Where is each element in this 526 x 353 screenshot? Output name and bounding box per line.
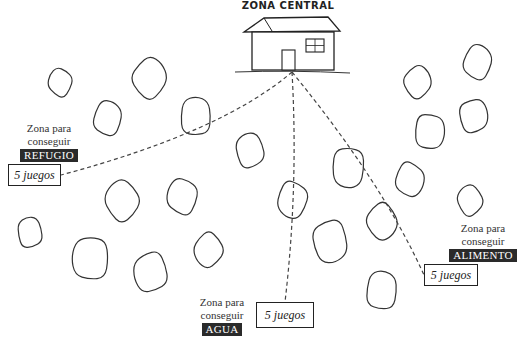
bush-outline xyxy=(395,162,424,197)
zone-label: Zona para conseguir xyxy=(453,222,513,248)
games-box: Zona para conseguirAGUA5 juegos xyxy=(256,302,314,328)
zone-heading: Zona para conseguirAGUA xyxy=(191,296,253,336)
games-box: Zona para conseguirREFUGIO5 juegos xyxy=(8,164,61,186)
bush-outline xyxy=(194,232,223,268)
central-house: ZONA CENTRAL xyxy=(232,0,344,72)
resource-tag: REFUGIO xyxy=(20,149,78,162)
zone-label: Zona para conseguir xyxy=(192,296,252,322)
bush-outline xyxy=(93,101,121,136)
games-count: 5 juegos xyxy=(265,308,305,323)
zone-title: ZONA CENTRAL xyxy=(232,0,344,11)
resource-tag: ALIMENTO xyxy=(449,249,517,262)
window-bars xyxy=(306,39,324,52)
bush-outline xyxy=(404,65,431,98)
bush-outline xyxy=(460,100,488,133)
bush-outline xyxy=(132,57,166,99)
house-window xyxy=(306,39,324,52)
games-count: 5 juegos xyxy=(14,168,54,183)
bush-outline xyxy=(366,202,397,240)
bush-outline xyxy=(313,220,347,263)
bush-outline xyxy=(367,271,396,308)
bush-outline xyxy=(457,185,483,216)
zone-label: Zona para conseguir xyxy=(19,122,79,148)
bush-outline xyxy=(333,149,363,188)
zone-heading: Zona para conseguirREFUGIO xyxy=(9,122,89,162)
bush-outline xyxy=(48,68,72,97)
bush-outline xyxy=(236,133,264,168)
bush-outline xyxy=(134,252,167,292)
dashed-path xyxy=(285,72,294,302)
bush-outline xyxy=(463,44,492,79)
bush-outline xyxy=(18,217,42,247)
dashed-path xyxy=(61,72,292,175)
bush-outline xyxy=(72,238,107,279)
roof-edge xyxy=(264,18,272,31)
house-wall xyxy=(252,32,334,70)
bush-outline xyxy=(105,180,139,222)
zone-heading: Zona para conseguirALIMENTO xyxy=(443,222,523,262)
games-box: Zona para conseguirALIMENTO5 juegos xyxy=(424,264,478,286)
games-count: 5 juegos xyxy=(431,268,471,283)
bush-outline xyxy=(416,115,445,149)
house-door xyxy=(282,50,295,70)
bush-outline xyxy=(167,179,197,215)
dashed-path xyxy=(292,72,424,275)
resource-tag: AGUA xyxy=(202,323,243,336)
house-roof xyxy=(244,17,340,32)
